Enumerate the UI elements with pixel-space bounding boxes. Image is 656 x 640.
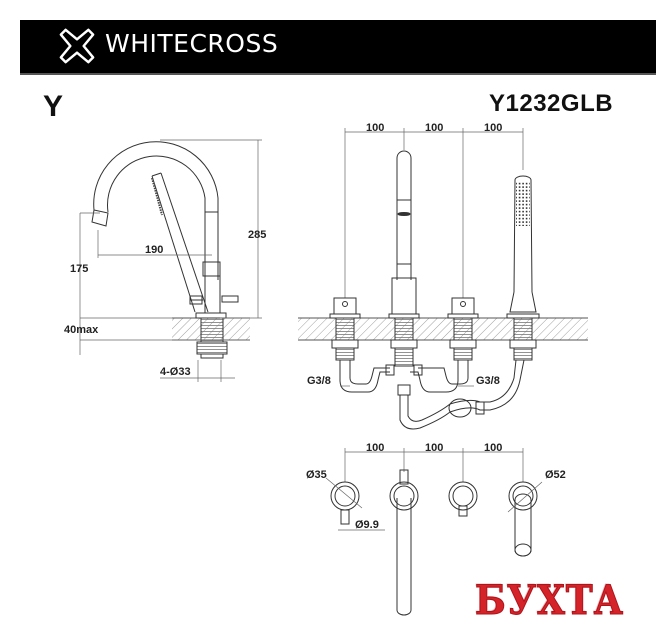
side-elevation-view [79,139,262,382]
dim-front-spacing-1: 100 [366,122,384,134]
buhta-watermark: БУХТА [474,576,625,625]
dim-top-spacing-3: 100 [484,442,502,454]
brand-header: WHITECROSS [20,20,656,75]
cross-logo-icon [59,28,95,64]
dim-top-spacing-1: 100 [366,442,384,454]
dim-front-spacing-3: 100 [484,122,502,134]
dim-shower-rosette: Ø52 [545,469,566,481]
dim-spout-reach: 190 [145,244,163,256]
dim-top-spacing-2: 100 [425,442,443,454]
dim-deck-thickness: 40max [64,324,99,336]
brand-name: WHITECROSS [105,29,279,58]
dim-total-height: 285 [248,229,266,241]
dim-connection-left: G3/8 [307,375,331,387]
dim-connection-right: G3/8 [476,375,500,387]
top-plan-view [325,448,543,616]
dim-handle-rosette: Ø35 [306,469,327,481]
dim-handle-lever: Ø9.9 [355,519,379,531]
dim-spout-height: 175 [70,263,88,275]
model-number: Y1232GLB [489,90,614,117]
dim-front-spacing-2: 100 [425,122,443,134]
front-elevation-view [298,128,588,430]
dim-hole-diameter: 4-Ø33 [160,366,191,378]
series-label: Y [43,90,64,123]
